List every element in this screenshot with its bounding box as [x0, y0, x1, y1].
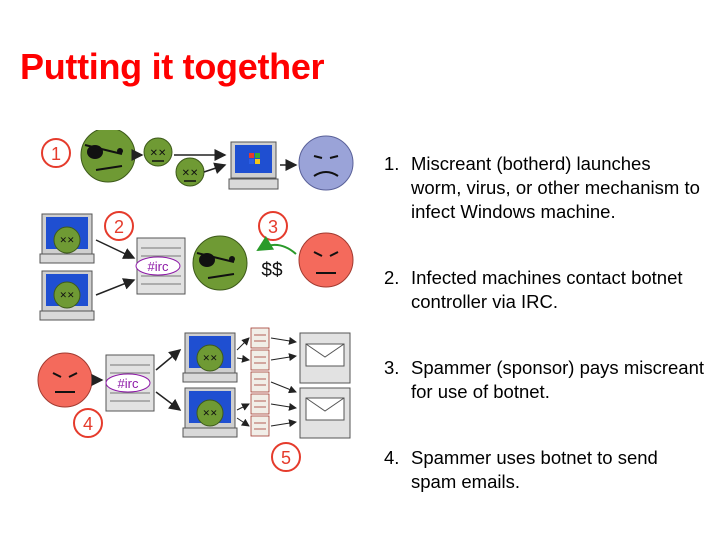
- step-number: 2.: [384, 267, 400, 288]
- miscreant-face-icon: [80, 130, 136, 183]
- svg-text:1: 1: [51, 144, 61, 164]
- svg-text:#irc: #irc: [148, 259, 169, 274]
- infected-pc-icon: ✕✕: [182, 332, 238, 383]
- step-text: Miscreant (botherd) launches worm, virus…: [411, 153, 700, 222]
- payment-label: $$: [261, 260, 283, 281]
- spammer-face-icon: [298, 232, 354, 288]
- irc-server-icon: #irc: [135, 237, 186, 295]
- marker-1: 1: [41, 138, 71, 168]
- infected-pc-icon: ✕✕: [39, 270, 95, 321]
- step-number: 4.: [384, 447, 400, 468]
- marker-3: 3: [258, 211, 288, 241]
- step-number: 1.: [384, 153, 400, 174]
- user-face-icon: [298, 135, 354, 191]
- botnet-diagram: 1 ✕✕ ✕✕ ✕✕: [37, 130, 354, 472]
- worm-face-icon: ✕✕: [143, 137, 173, 167]
- marker-2: 2: [104, 211, 134, 241]
- spam-doc-icon: [250, 327, 270, 437]
- steps-list: 1. Miscreant (botherd) launches worm, vi…: [384, 152, 704, 494]
- svg-text:✕✕: ✕✕: [59, 290, 74, 300]
- infected-pc-icon: ✕✕: [182, 387, 238, 438]
- step-item: 2. Infected machines contact botnet cont…: [384, 266, 704, 314]
- step-text: Infected machines contact botnet control…: [411, 267, 683, 312]
- windows-pc-icon: [228, 141, 279, 190]
- svg-text:✕✕: ✕✕: [59, 235, 74, 245]
- svg-text:✕✕: ✕✕: [182, 168, 199, 179]
- marker-5: 5: [271, 442, 301, 472]
- slide-title: Putting it together: [20, 46, 325, 87]
- step-text: Spammer uses botnet to send spam emails.: [411, 447, 658, 492]
- svg-text:✕✕: ✕✕: [202, 353, 217, 363]
- svg-text:4: 4: [83, 414, 93, 434]
- svg-text:#irc: #irc: [118, 376, 139, 391]
- step-number: 3.: [384, 357, 400, 378]
- step-text: Spammer (sponsor) pays miscreant for use…: [411, 357, 705, 402]
- step-item: 3. Spammer (sponsor) pays miscreant for …: [384, 356, 704, 404]
- infected-pc-icon: ✕✕: [39, 213, 95, 264]
- worm-face-icon: ✕✕: [175, 157, 205, 187]
- svg-text:✕✕: ✕✕: [150, 148, 167, 159]
- svg-text:5: 5: [281, 448, 291, 468]
- email-inbox-icon: [299, 387, 351, 439]
- step-item: 4. Spammer uses botnet to send spam emai…: [384, 446, 704, 494]
- miscreant-face-icon: [192, 235, 248, 291]
- step-item: 1. Miscreant (botherd) launches worm, vi…: [384, 152, 704, 224]
- marker-4: 4: [73, 408, 103, 438]
- email-inbox-icon: [299, 332, 351, 384]
- spammer-face-icon: [37, 352, 93, 408]
- svg-text:2: 2: [114, 217, 124, 237]
- irc-server-icon: #irc: [105, 354, 155, 412]
- svg-text:✕✕: ✕✕: [202, 408, 217, 418]
- svg-text:3: 3: [268, 217, 278, 237]
